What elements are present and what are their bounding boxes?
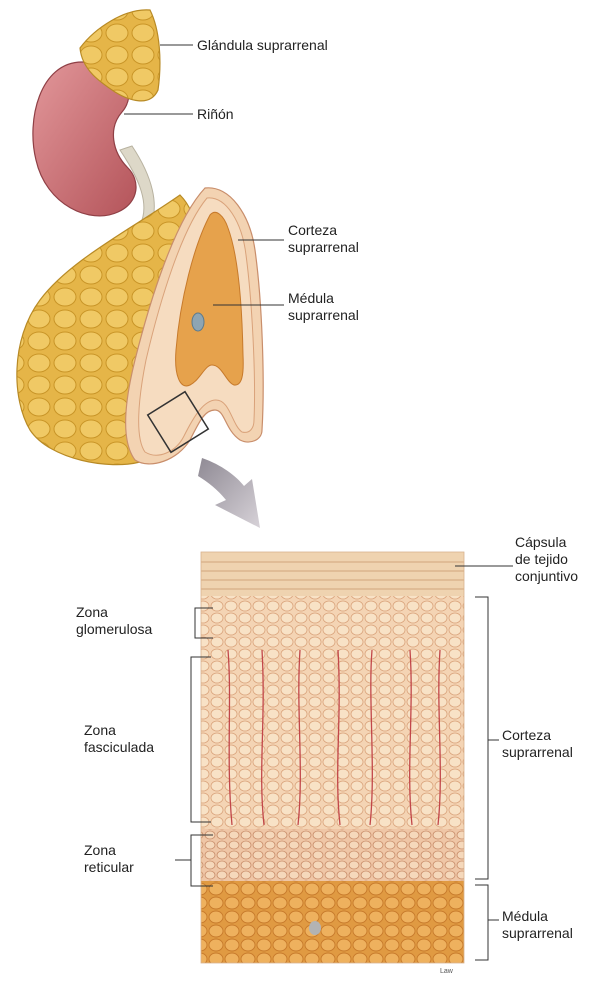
zoom-arrow [198,458,260,528]
label-corteza-suprarrenal-top: Corteza suprarrenal [288,222,359,256]
label-medula-suprarrenal-top: Médula suprarrenal [288,290,359,324]
label-glandula-suprarrenal: Glándula suprarrenal [197,37,328,54]
label-corteza-suprarrenal-bottom: Corteza suprarrenal [502,727,573,761]
label-capsula-tejido-conjuntivo: Cápsula de tejido conjuntivo [515,534,578,585]
label-rinon: Riñón [197,106,234,123]
bracket-medula-bottom [475,885,488,960]
bracket-corteza-bottom [475,597,488,879]
kidney-illustration [33,10,160,228]
label-medula-suprarrenal-bottom: Médula suprarrenal [502,908,573,942]
label-zona-glomerulosa: Zona glomerulosa [76,604,152,638]
adrenal-section-illustration [17,188,263,465]
histology-section [201,552,464,963]
label-zona-fasciculada: Zona fasciculada [84,722,154,756]
label-zona-reticular: Zona reticular [84,842,134,876]
artist-signature: Law [440,968,453,975]
